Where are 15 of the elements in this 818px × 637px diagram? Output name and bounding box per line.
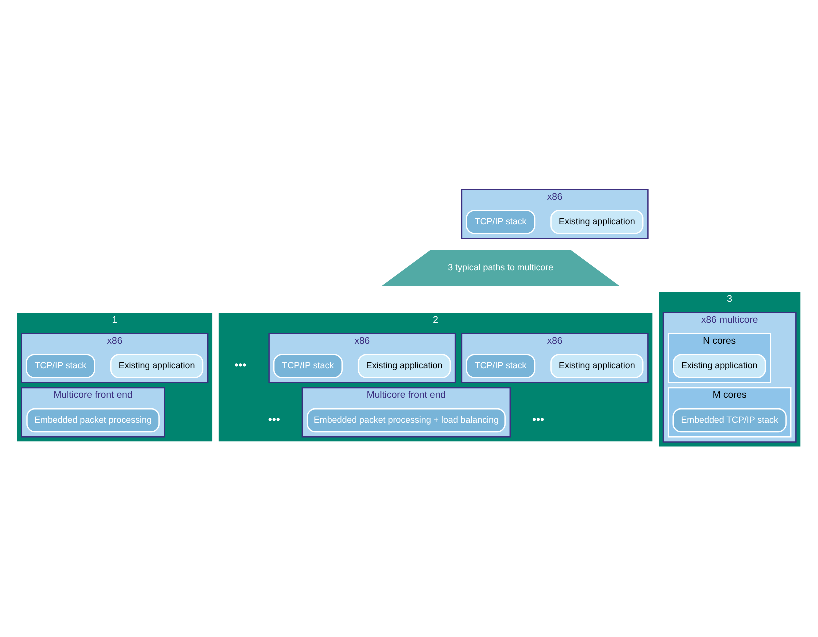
node-box: Embedded packet processing + load balancing	[306, 408, 506, 433]
label: •••	[268, 414, 280, 426]
label: •••	[532, 414, 545, 426]
node-box: Existing application	[550, 210, 644, 234]
node-box: TCP/IP stack	[273, 354, 343, 378]
node-box: TCP/IP stack	[466, 354, 536, 378]
node-box: TCP/IP stack	[466, 210, 536, 234]
node-box: Existing application	[358, 354, 452, 378]
node-box: Existing application	[550, 354, 644, 378]
label: •••	[234, 360, 247, 372]
node-box: Existing application	[673, 354, 766, 378]
node-box: Embedded TCP/IP stack	[672, 408, 787, 433]
node-box: TCP/IP stack	[26, 354, 96, 378]
node-box: Existing application	[110, 354, 204, 378]
node-box: Embedded packet processing	[26, 408, 160, 433]
